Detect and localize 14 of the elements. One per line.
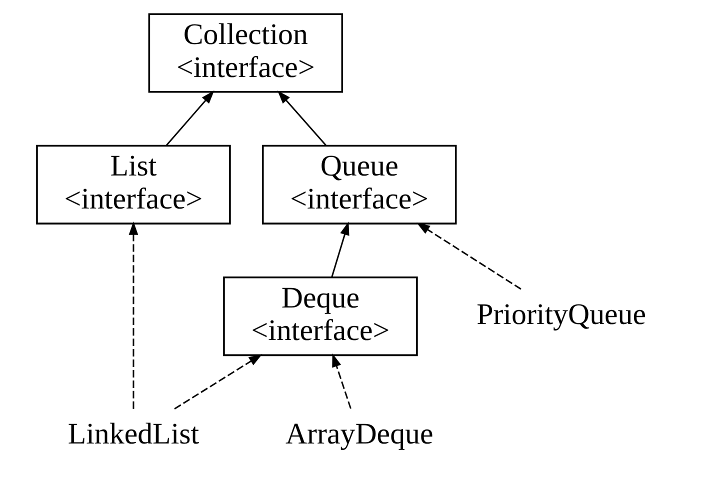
- arrow: [128, 221, 138, 409]
- node-text: ArrayDeque: [285, 417, 434, 450]
- node-box: Queue <interface>: [262, 144, 457, 224]
- node-text: LinkedList: [68, 417, 200, 450]
- arrow: [277, 90, 326, 146]
- arrow: [331, 222, 350, 278]
- node-text: PriorityQueue: [476, 298, 646, 331]
- node-box: Deque <interface>: [223, 276, 418, 356]
- arrow: [174, 354, 262, 410]
- node-box: List <interface>: [36, 144, 231, 224]
- node-box: Collection <interface>: [148, 13, 344, 93]
- arrow: [166, 90, 214, 146]
- arrow: [416, 222, 522, 290]
- arrow: [332, 353, 352, 409]
